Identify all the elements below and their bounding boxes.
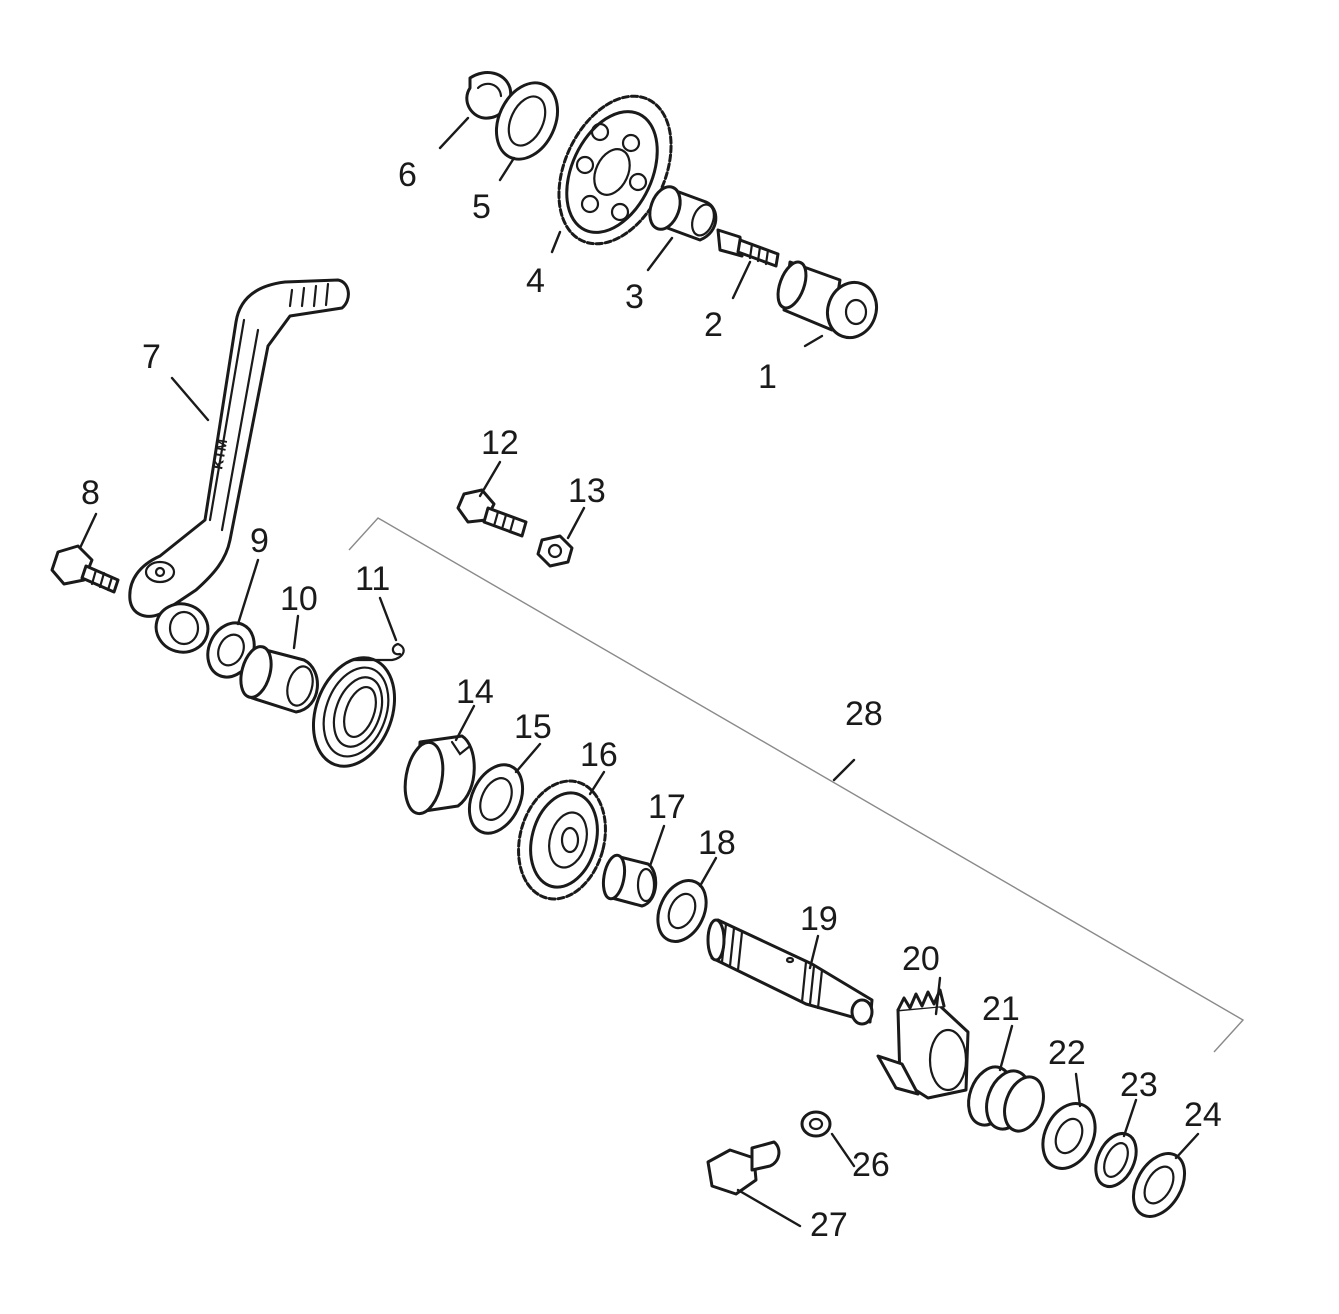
callout-19: 19 — [800, 900, 838, 938]
callout-26: 26 — [852, 1146, 890, 1184]
part-2-bolt — [716, 228, 780, 268]
part-24-washer — [1131, 1152, 1187, 1218]
callout-15: 15 — [514, 708, 552, 746]
part-14-sleeve — [403, 734, 476, 816]
part-7-kick-lever: KTM — [128, 278, 350, 618]
part-22-washer — [1041, 1102, 1097, 1170]
callout-7: 7 — [142, 338, 161, 376]
callout-5: 5 — [472, 188, 491, 226]
callout-8: 8 — [81, 474, 100, 512]
callout-9: 9 — [250, 522, 269, 560]
part-15-washer — [467, 763, 525, 835]
callout-23: 23 — [1120, 1066, 1158, 1104]
part-20-ratchet — [876, 988, 970, 1100]
callout-17: 17 — [648, 788, 686, 826]
part-23-circlip — [1094, 1132, 1138, 1188]
part-26-washer — [800, 1110, 832, 1138]
leader-lines — [78, 116, 1200, 1228]
part-8-lever-bolt — [50, 544, 120, 594]
part-16-kick-gear — [517, 779, 607, 901]
callout-21: 21 — [982, 990, 1020, 1028]
callout-6: 6 — [398, 156, 417, 194]
part-1-idler-shaft — [776, 260, 879, 340]
part-3-needle-bearing — [648, 185, 718, 242]
callout-22: 22 — [1048, 1034, 1086, 1072]
part-12-bolt — [456, 488, 528, 538]
part-21-spring — [967, 1065, 1045, 1133]
part-10-bushing — [239, 645, 319, 714]
callout-20: 20 — [902, 940, 940, 978]
callout-11: 11 — [355, 560, 390, 598]
callout-4: 4 — [526, 262, 545, 300]
part-18-washer — [656, 879, 708, 943]
callout-2: 2 — [704, 306, 723, 344]
part-4-idler-gear — [557, 94, 673, 246]
callout-3: 3 — [625, 278, 644, 316]
kick-lever-hub — [154, 602, 210, 654]
callout-27: 27 — [810, 1206, 848, 1244]
part-27-stop-bolt — [706, 1140, 781, 1196]
part-11-kick-spring — [311, 642, 405, 768]
callout-24: 24 — [1184, 1096, 1222, 1134]
callout-13: 13 — [568, 472, 606, 510]
lever-logo-text: KTM — [209, 438, 230, 471]
callout-12: 12 — [481, 424, 519, 462]
callout-18: 18 — [698, 824, 736, 862]
part-19-kick-shaft — [706, 918, 874, 1026]
callout-16: 16 — [580, 736, 618, 774]
callout-1: 1 — [758, 358, 777, 396]
assembly-28-bracket — [348, 517, 1245, 1053]
part-13-nut — [536, 534, 574, 568]
part-5-washer — [495, 81, 559, 161]
callout-28: 28 — [845, 695, 883, 733]
callout-14: 14 — [456, 673, 494, 711]
callout-10: 10 — [280, 580, 318, 618]
part-17-needle-bearing — [601, 853, 658, 908]
